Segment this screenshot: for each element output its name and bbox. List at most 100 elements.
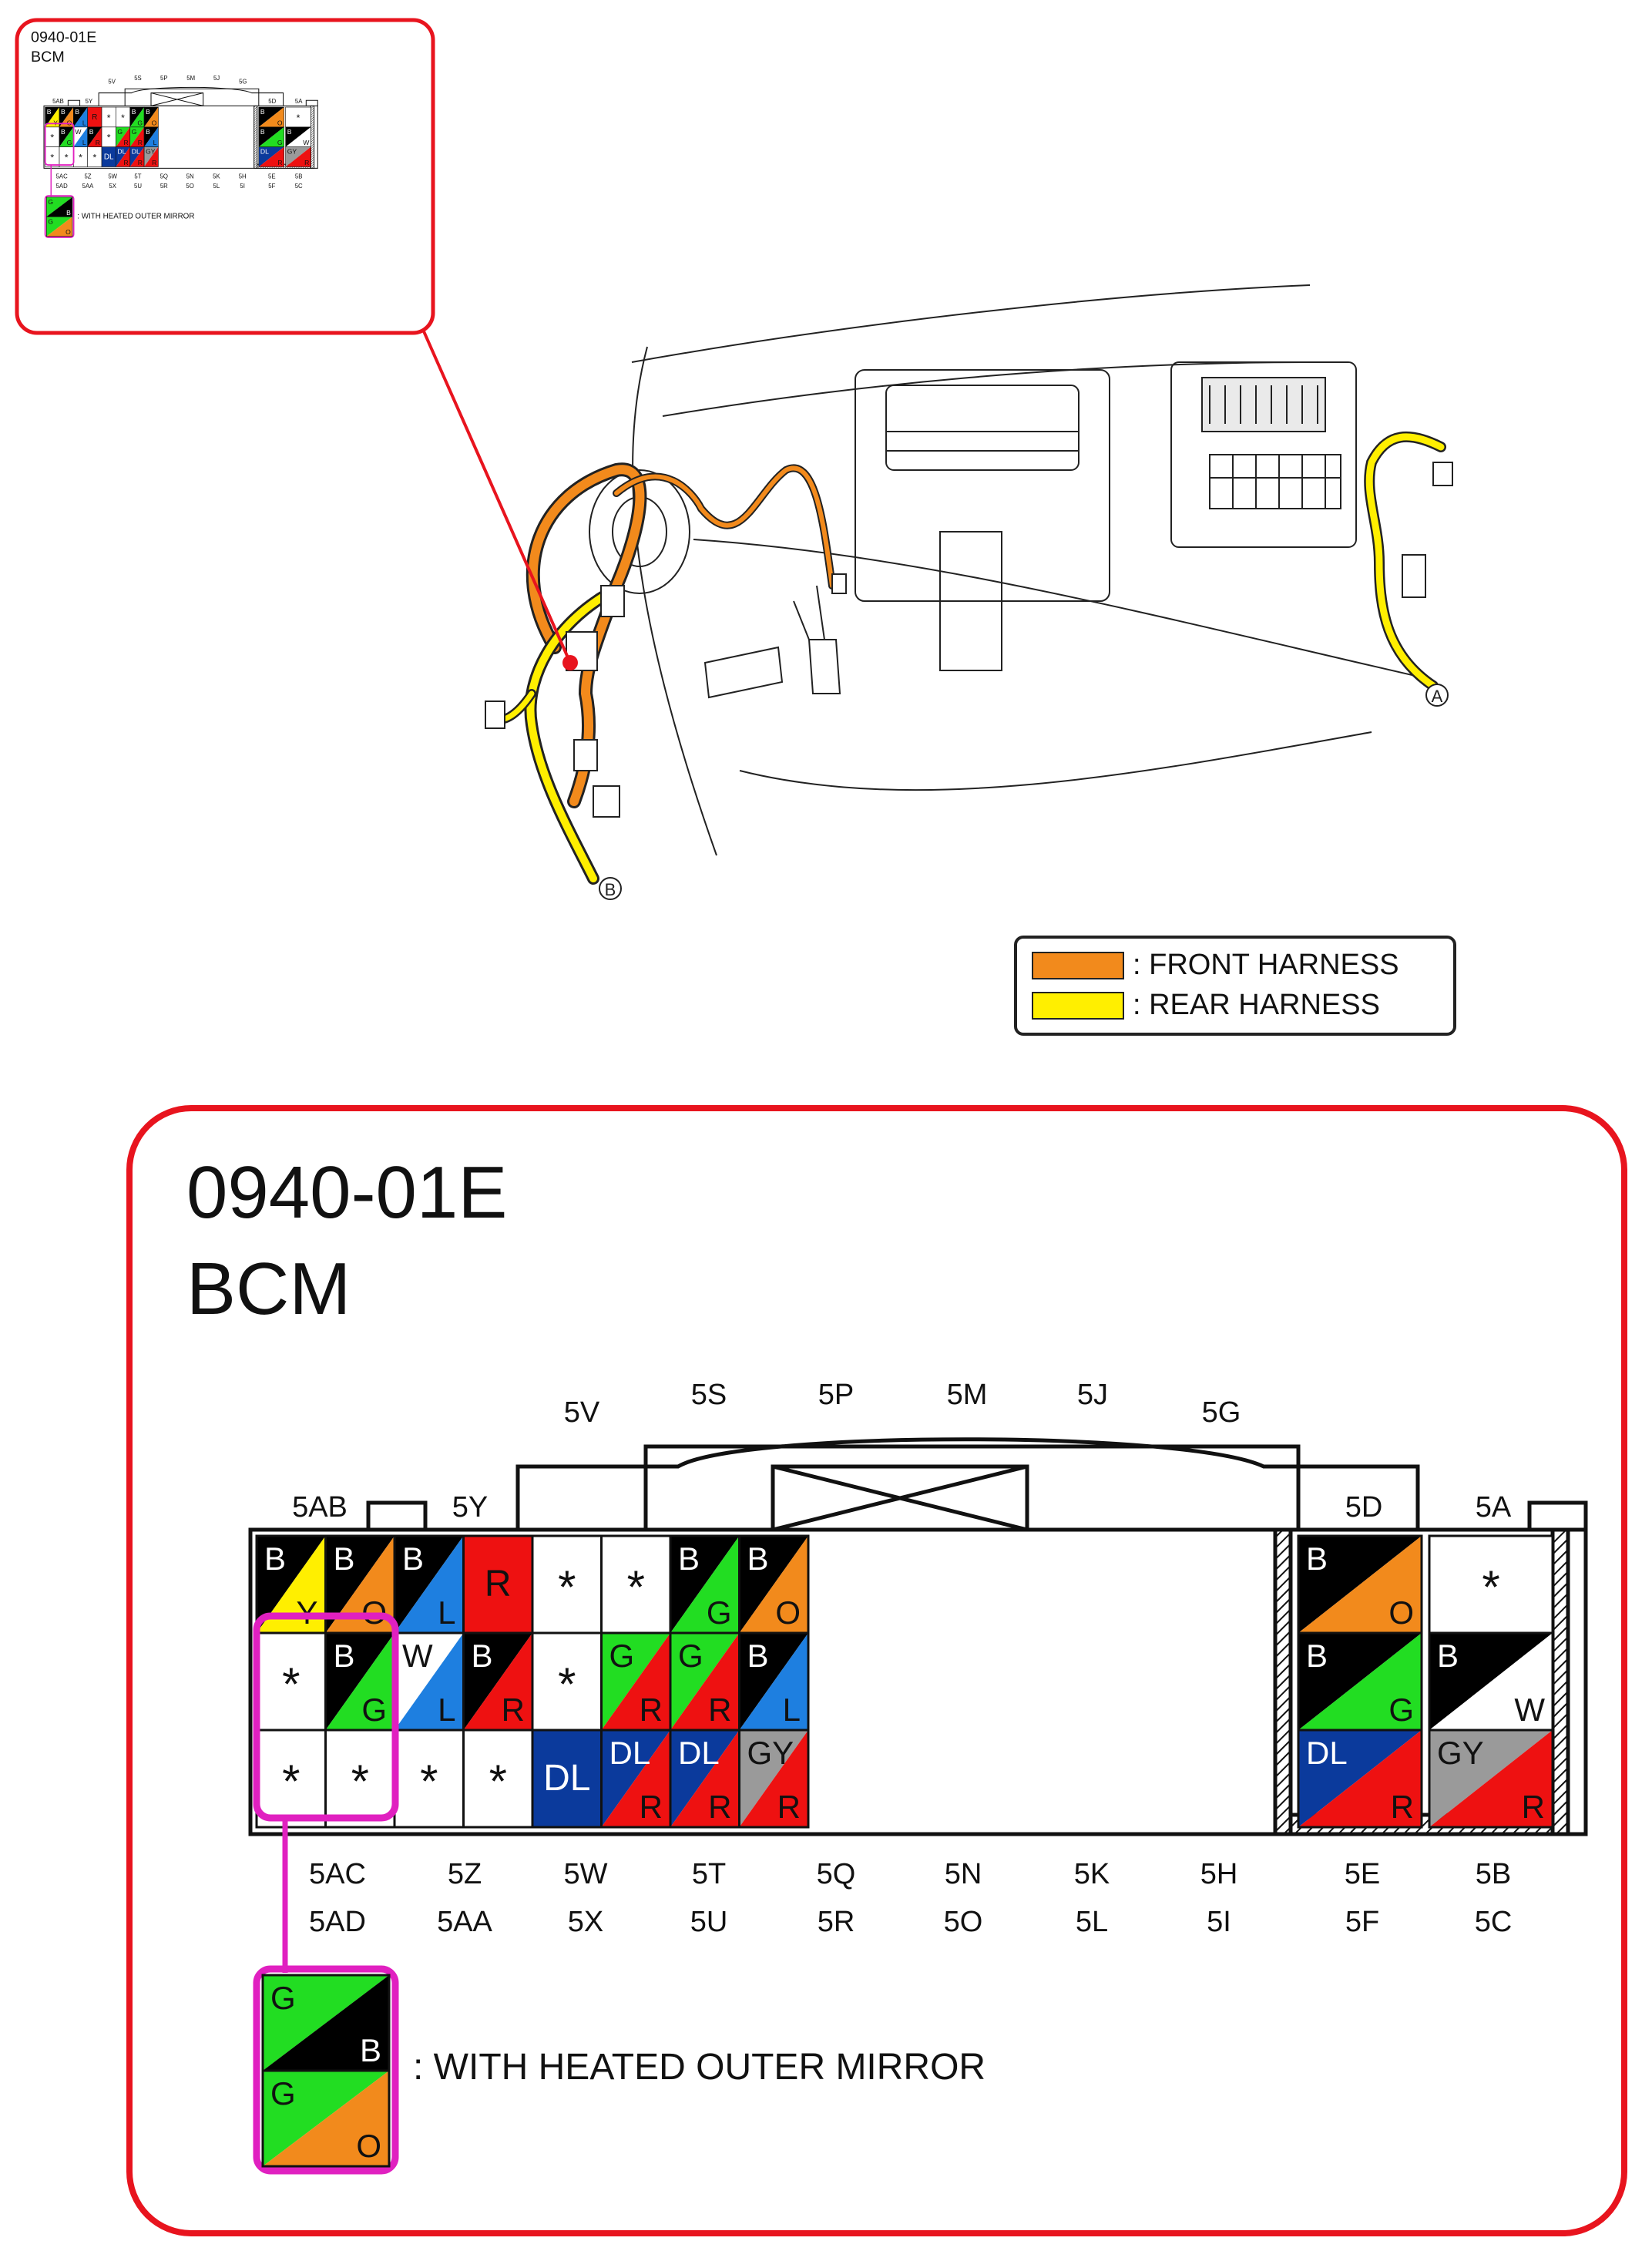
pin-r0-c0-lower-color <box>257 1536 326 1633</box>
bottom-label-5t: 5T <box>134 173 141 180</box>
option-pin-box-highlight <box>253 1965 399 2175</box>
pin-r1-c9-bottom-label: W <box>303 139 310 146</box>
bottom-label-5r: 5R <box>160 183 168 190</box>
option-pin-0-bottom-label: B <box>360 2032 381 2068</box>
pin-r2-c6-bottom-label: R <box>138 159 143 166</box>
pin-r0-c8-bottom-label: O <box>1388 1594 1414 1631</box>
bottom-label-5z: 5Z <box>84 173 91 180</box>
option-pin-1-bottom-label: O <box>65 228 71 236</box>
rear-harness-wire <box>489 432 1446 885</box>
legend-swatch-rear <box>1032 992 1124 1020</box>
bottom-label-5h: 5H <box>1200 1858 1238 1890</box>
pin-r2-c2-label: * <box>420 1756 438 1807</box>
pin-r2-c9-top-label: GY <box>1437 1735 1484 1771</box>
pin-r2-c6-top-label: DL <box>678 1735 720 1771</box>
pin-r0-c7-top-label: B <box>747 1540 769 1577</box>
bottom-label-5b: 5B <box>1476 1858 1511 1890</box>
pin-r0-c3-label: R <box>485 1564 512 1604</box>
pin-r1-c3-top-label: B <box>472 1638 493 1674</box>
pin-r1-c9: BW <box>1428 1631 1554 1732</box>
top-label-5p: 5P <box>818 1379 854 1411</box>
pin-r2-c4: DL <box>101 146 116 167</box>
pin-r0-c2-bottom-label: L <box>82 119 86 126</box>
pin-r1-c0: * <box>255 1631 327 1732</box>
pin-r1-c6-lower-color <box>670 1633 740 1730</box>
pin-r1-c6-top-label: G <box>678 1638 703 1674</box>
bottom-label-5u: 5U <box>134 183 142 190</box>
pin-r1-c3-top-label: B <box>89 128 94 136</box>
pin-r1-c5: GR <box>600 1631 672 1732</box>
pin-r2-c5: DLR <box>116 146 131 167</box>
pin-r0-c3: R <box>87 106 102 128</box>
pin-r0-c9-label: * <box>1482 1561 1499 1613</box>
pin-r1-c9: BW <box>285 126 311 147</box>
bottom-label-5o: 5O <box>944 1906 983 1938</box>
option-pin-0: GB <box>261 1974 391 2072</box>
pin-r1-c5-lower-color <box>601 1633 670 1730</box>
bottom-label-5x: 5X <box>568 1906 603 1938</box>
pin-r2-c4-color <box>532 1730 602 1827</box>
pin-r0-c9: * <box>1428 1534 1554 1635</box>
pin-r0-c2-bottom-label: L <box>438 1594 455 1631</box>
option-pin-1-lower-color <box>263 2071 389 2166</box>
pin-r1-c3-bottom-label: R <box>502 1692 525 1728</box>
pin-r1-c5-top-label: G <box>117 128 123 136</box>
pin-r2-c5-top-label: DL <box>117 148 126 156</box>
pin-r2-c8-lower-color <box>1298 1730 1422 1827</box>
pin-r2-c8-top-label: DL <box>260 148 269 156</box>
pin-r1-c6-bottom-label: R <box>708 1692 731 1728</box>
top-label-5p: 5P <box>160 75 168 82</box>
pin-r0-c8-top-label: B <box>260 108 265 116</box>
bottom-label-5n: 5N <box>186 173 194 180</box>
pin-r2-c9-bottom-label: R <box>1522 1789 1545 1825</box>
pin-r0-c7-bottom-label: O <box>775 1594 801 1631</box>
pin-r2-c9-top-label: GY <box>287 148 297 156</box>
pin-r2-c5-lower-color <box>601 1730 670 1827</box>
pin-r1-c1-top-label: B <box>334 1638 355 1674</box>
pin-r1-c6: GR <box>669 1631 740 1732</box>
pin-r2-c4-label: DL <box>104 153 114 162</box>
bottom-label-5c: 5C <box>1475 1906 1513 1938</box>
pin-r0-c8: BO <box>258 106 284 128</box>
option-note: : WITH HEATED OUTER MIRROR <box>413 2047 985 2088</box>
pin-r0-c7: BO <box>143 106 159 128</box>
pin-r1-c2: WL <box>73 126 89 147</box>
pin-r0-c6-top-label: B <box>132 108 136 116</box>
top-label-5j: 5J <box>1077 1379 1108 1411</box>
pin-r1-c5-top-label: G <box>609 1638 635 1674</box>
pin-r1-c9-top-label: B <box>287 128 292 136</box>
pin-r1-c9-lower-color <box>285 126 311 147</box>
pin-r0-c8: BO <box>1297 1534 1423 1635</box>
pin-r2-c6: DLR <box>129 146 145 167</box>
pin-r2-c2-color <box>395 1730 464 1827</box>
pin-r2-c4: DL <box>531 1729 603 1829</box>
side-label-5a: 5A <box>1476 1491 1512 1524</box>
bottom-label-5h: 5H <box>239 173 247 180</box>
top-label-5m: 5M <box>186 75 195 82</box>
connector-name: BCM <box>186 1248 351 1330</box>
pin-r1-c4: * <box>101 126 116 147</box>
pin-r0-c7-lower-color <box>739 1536 808 1633</box>
pin-r0-c6: BG <box>129 106 145 128</box>
pin-r0-c0-bottom-label: Y <box>53 119 58 126</box>
pin-r1-c4-color <box>102 126 116 147</box>
pin-r2-c5-top-label: DL <box>609 1735 651 1771</box>
pin-r2-c0-label: * <box>282 1756 300 1807</box>
pin-grid: BYBOBLR**BGBOBO**BGWLBR*GRGRBLBGBW****DL… <box>255 1534 1554 1829</box>
pin-r0-c4-color <box>532 1536 602 1633</box>
bottom-label-5ac: 5AC <box>309 1858 366 1890</box>
option-pin-0-top-label: G <box>48 198 53 206</box>
bottom-label-5aa: 5AA <box>437 1906 492 1938</box>
pin-r2-c8-bottom-label: R <box>1391 1789 1414 1825</box>
pin-r1-c9-bottom-label: W <box>1514 1692 1545 1728</box>
pin-r1-c7: BL <box>143 126 159 147</box>
pin-r1-c2-bottom-label: L <box>82 139 86 146</box>
pin-r2-c3-color <box>463 1730 532 1827</box>
pin-r2-c7-bottom-label: R <box>777 1789 801 1825</box>
bottom-label-5ad: 5AD <box>56 183 69 190</box>
pin-r2-c3-color <box>87 146 102 167</box>
